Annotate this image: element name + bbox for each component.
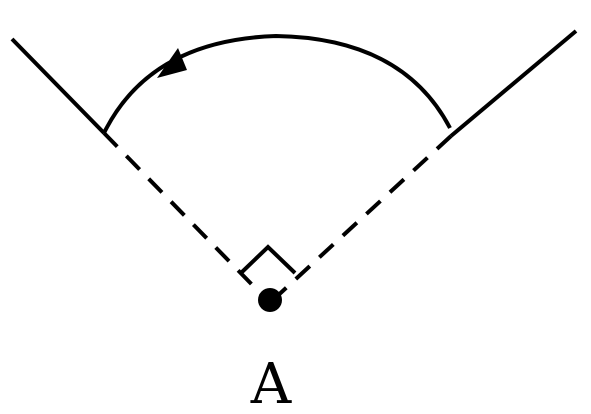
vertex-point-a — [258, 288, 282, 312]
left-solid-ray — [10, 37, 106, 135]
right-dashed-segment — [271, 134, 453, 302]
arc-path — [102, 33, 452, 134]
arc-arrowhead — [157, 48, 187, 78]
right-solid-ray — [449, 29, 578, 138]
left-dashed-segment — [102, 131, 269, 302]
right-angle-marker — [240, 244, 297, 275]
point-a-label: A — [250, 352, 292, 414]
